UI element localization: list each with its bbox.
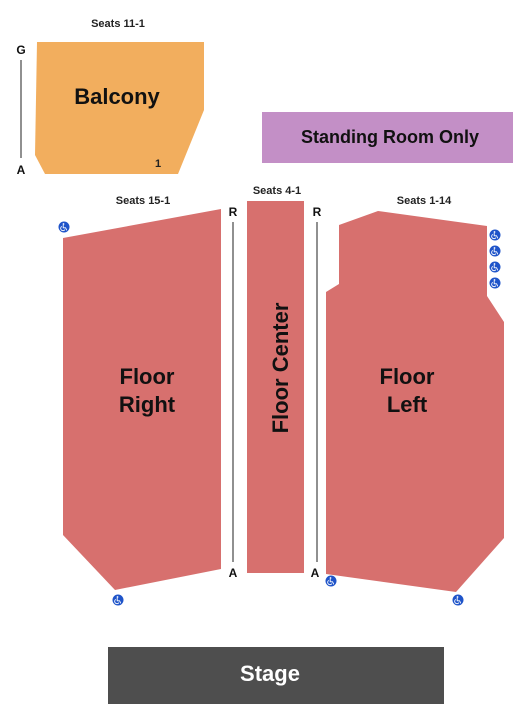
wheelchair-icon[interactable]	[489, 261, 501, 273]
balcony-seat-end: 1	[155, 158, 161, 170]
floor-right-seats-label: Seats 15-1	[116, 195, 170, 207]
floor-left-shape[interactable]	[326, 211, 504, 592]
floor-right-shape[interactable]	[63, 209, 221, 590]
section-floor-left[interactable]: Floor Left	[326, 211, 504, 592]
floor-left-row-bottom: A	[311, 566, 320, 580]
floor-center-seats-label: Seats 4-1	[253, 185, 301, 197]
floor-right-label-line2: Right	[119, 392, 176, 417]
floor-left-label-line1: Floor	[380, 364, 435, 389]
stage-label: Stage	[240, 661, 300, 686]
floor-right-label-line1: Floor	[120, 364, 175, 389]
balcony-seats-label: Seats 11-1	[91, 18, 145, 30]
wheelchair-icon[interactable]	[325, 575, 337, 587]
section-floor-center[interactable]: Floor Center	[247, 201, 304, 573]
floor-center-label: Floor Center	[268, 302, 293, 433]
floor-left-row-top: R	[313, 205, 322, 219]
wheelchair-icon[interactable]	[112, 594, 124, 606]
floor-center-shape[interactable]	[247, 201, 304, 573]
wheelchair-icon[interactable]	[489, 245, 501, 257]
stage: Stage	[108, 647, 444, 704]
balcony-label: Balcony	[74, 84, 160, 109]
stage-shape	[108, 647, 444, 704]
wheelchair-icon[interactable]	[58, 221, 70, 233]
balcony-row-bottom: A	[17, 163, 26, 177]
floor-left-label-line2: Left	[387, 392, 428, 417]
section-standing-room[interactable]: Standing Room Only	[262, 112, 513, 163]
wheelchair-icon[interactable]	[489, 229, 501, 241]
accessible-markers	[58, 221, 501, 606]
standing-room-label: Standing Room Only	[301, 127, 479, 147]
floor-right-row-top: R	[229, 205, 238, 219]
balcony-shape[interactable]	[35, 42, 204, 174]
standing-room-shape[interactable]	[262, 112, 513, 163]
balcony-row-top: G	[16, 43, 25, 57]
wheelchair-icon[interactable]	[452, 594, 464, 606]
section-floor-right[interactable]: Floor Right	[63, 209, 221, 590]
wheelchair-icon[interactable]	[489, 277, 501, 289]
floor-right-row-bottom: A	[229, 566, 238, 580]
section-balcony[interactable]: Balcony 1	[35, 42, 204, 174]
floor-left-seats-label: Seats 1-14	[397, 195, 452, 207]
